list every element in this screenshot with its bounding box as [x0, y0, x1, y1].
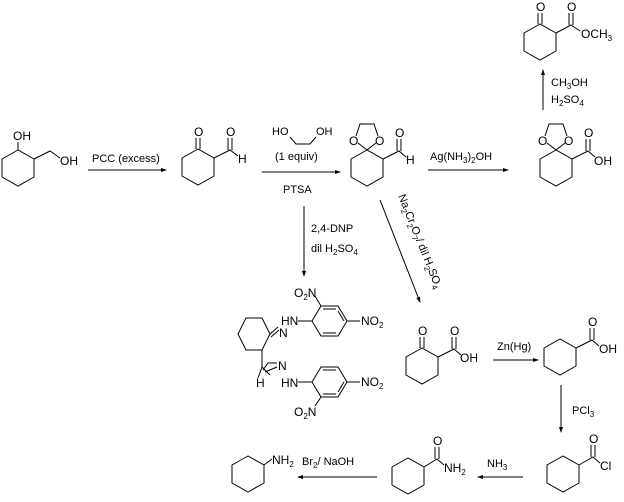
nitro-label: O2N — [294, 286, 316, 302]
oh-label: OH — [60, 154, 78, 168]
n-label: N — [279, 326, 288, 340]
arrow-dichromate: Na2Cr2O7/ dil H2SO4 — [379, 193, 444, 303]
arrow-tollens: Ag(NH3)2OH — [428, 151, 509, 172]
hydroxyl-label: OH — [599, 342, 617, 356]
hydrogen-label: H — [406, 153, 415, 167]
reagent-zn-hg: Zn(Hg) — [497, 341, 531, 353]
reagent-pcl3: PCl3 — [572, 405, 595, 419]
compound-keto-ester: O O OCH3 — [523, 0, 613, 61]
oxygen-label: O — [538, 134, 547, 148]
compound-cyclohexane-acid: O OH — [543, 315, 617, 376]
compound-acetal-aldehyde: O O O H — [349, 123, 415, 187]
arrow-pcc: PCC (excess) — [88, 153, 167, 172]
reagent-ptsa: PTSA — [283, 184, 312, 196]
hn-label: HN — [281, 314, 298, 328]
oxygen-label: O — [349, 134, 358, 148]
chlorine-label: Cl — [600, 459, 611, 473]
reagent-h2so4: H2SO4 — [551, 94, 584, 108]
oxygen-label: O — [450, 324, 459, 338]
reagent-methanol: CH3OH — [551, 77, 588, 91]
nitro-label: NO2 — [361, 375, 384, 391]
arrow-dnp: 2,4-DNP dil H2SO4 — [302, 206, 358, 277]
reagent-nh3: NH3 — [487, 458, 508, 472]
hn-label: HN — [281, 376, 298, 390]
oxygen-label: O — [226, 125, 235, 139]
oxygen-label: O — [418, 324, 427, 338]
reagent-dichromate: Na2Cr2O7/ dil H2SO4 — [393, 193, 444, 292]
hydrogen-label: H — [256, 376, 265, 390]
reagent-equiv: (1 equiv) — [275, 151, 318, 163]
reagent-dnp: 2,4-DNP — [311, 223, 353, 235]
oxygen-label: O — [433, 434, 442, 448]
arrow-esterification: CH3OH H2SO4 — [541, 69, 588, 110]
compound-acetal-acid: O O O OH — [538, 123, 612, 187]
hydroxyl-label: OH — [460, 351, 478, 365]
compound-amide: O NH2 — [391, 434, 466, 495]
oxygen-label: O — [194, 125, 203, 139]
compound-bis-dnp: O2N HN N NO2 H N HN NO2 O2N — [237, 286, 384, 421]
amine-label: NH2 — [272, 453, 294, 469]
arrow-acetalization: HO OH (1 equiv) PTSA — [262, 126, 341, 196]
nitro-label: O2N — [294, 405, 316, 421]
oxygen-label: O — [395, 126, 404, 140]
compound-acid-chloride: O Cl — [546, 432, 611, 493]
oxygen-label: O — [564, 134, 573, 148]
n-label: N — [278, 359, 287, 373]
nitro-label: NO2 — [361, 314, 384, 330]
arrow-pcl3: PCl3 — [559, 385, 595, 433]
compound-keto-acid: O O OH — [405, 324, 478, 385]
oxygen-label: O — [584, 126, 593, 140]
arrow-hofmann: Br2/ NaOH — [297, 456, 377, 479]
reagent-tollens: Ag(NH3)2OH — [430, 151, 492, 165]
oh-label: OH — [13, 129, 31, 143]
oxygen-label: O — [588, 315, 597, 329]
reagent-pcc: PCC (excess) — [92, 153, 160, 165]
reagent-dil-h2so4: dil H2SO4 — [311, 243, 358, 257]
methoxy-label: OCH3 — [581, 27, 613, 43]
arrow-ammonia: NH3 — [477, 458, 523, 479]
arrow-clemmensen: Zn(Hg) — [493, 341, 539, 362]
oxygen-label: O — [589, 432, 598, 446]
reagent-br2-naoh: Br2/ NaOH — [302, 456, 354, 470]
compound-amine: NH2 — [231, 453, 294, 493]
amine-label: NH2 — [444, 461, 466, 477]
oxygen-label: O — [536, 0, 545, 14]
compound-start-diol: OH OH — [1, 129, 78, 187]
reagent-diol-oh: OH — [316, 126, 333, 138]
reagent-diol-ho: HO — [272, 126, 289, 138]
compound-keto-aldehyde: O O H — [181, 125, 247, 186]
oxygen-label: O — [567, 0, 576, 14]
oxygen-label: O — [375, 134, 384, 148]
hydroxyl-label: OH — [594, 154, 612, 168]
hydrogen-label: H — [238, 152, 247, 166]
